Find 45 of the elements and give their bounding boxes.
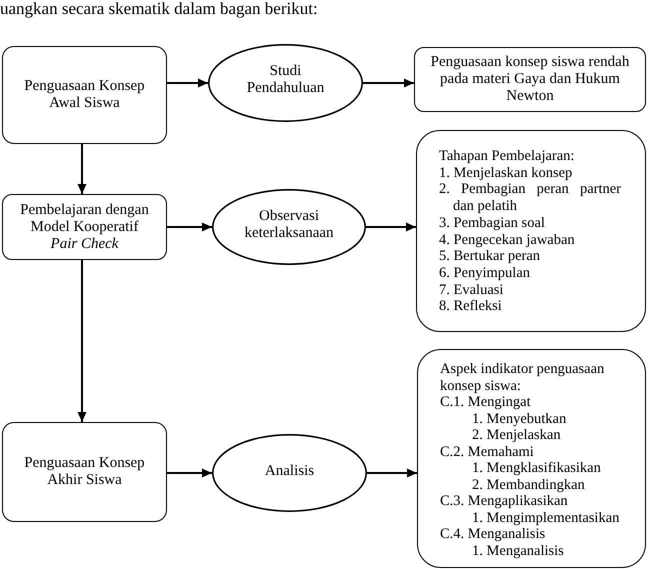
list-item: 1. Menganalisis (471, 542, 565, 559)
rounded-box (2, 46, 167, 144)
arrow (366, 222, 416, 232)
list-item: C.4. Menganalisis (440, 526, 546, 542)
rounded-box (414, 47, 646, 112)
rounded-box (417, 349, 646, 568)
list-heading: Aspek indikator penguasaan konsep siswa: (440, 361, 606, 394)
process-ellipse (208, 44, 363, 122)
list-item: 3. Pembagian soal (439, 214, 546, 232)
arrow (367, 468, 417, 478)
list-item: C.3. Mengaplikasikan (440, 493, 569, 510)
ellipse-text: Studi Pendahuluan (246, 63, 326, 97)
intro-text: uangkan secara skematik dalam bagan berikut: (0, 0, 318, 18)
process-ellipse (212, 434, 367, 512)
arrow (167, 78, 208, 88)
arrow (167, 468, 212, 478)
list-item: 1. Mengklasifikasikan (471, 460, 602, 476)
list-item: 2. Membandingkan (471, 476, 586, 493)
rounded-box (2, 422, 167, 522)
list-item: 2. Menjelaskan (471, 427, 562, 444)
box-text: Pembelajaran dengan Model Kooperatif Pair Check (19, 202, 150, 252)
list-item: 6. Penyimpulan (439, 264, 532, 282)
ellipse-text: Observasi keterlaksanaan (243, 208, 335, 242)
arrow (167, 222, 212, 232)
list-item: 1. Mengimplementasikan (471, 510, 620, 526)
list-item: C.1. Mengingat (440, 394, 532, 410)
list-item: 7. Evaluasi (439, 282, 504, 298)
box-text: Penguasaan konsep siswa rendah pada materi Gaya dan Hukum Newton (430, 54, 630, 105)
rounded-box (2, 194, 167, 260)
list-item: 2. Pembagian peran partner dan pelatih (439, 181, 621, 215)
list-heading: Tahapan Pembelajaran: (439, 148, 576, 165)
box-text: Penguasaan Konsep Awal Siswa (23, 78, 146, 112)
rounded-box (416, 130, 646, 332)
arrow (78, 260, 86, 422)
arrow (78, 144, 86, 194)
list-item: 4. Pengecekan jawaban (439, 232, 576, 248)
list-item: 8. Refleksi (439, 298, 503, 316)
list-item: 5. Bertukar peran (439, 248, 542, 265)
ellipse-text: Analisis (264, 462, 316, 480)
arrow (363, 78, 414, 88)
list-item: 1. Menjelaskan konsep (439, 164, 574, 182)
box-text: Penguasaan Konsep Akhir Siswa (23, 455, 146, 489)
list-item: 1. Menyebutkan (471, 410, 568, 427)
list-item: C.2. Memahami (440, 444, 535, 460)
process-ellipse (212, 189, 366, 265)
